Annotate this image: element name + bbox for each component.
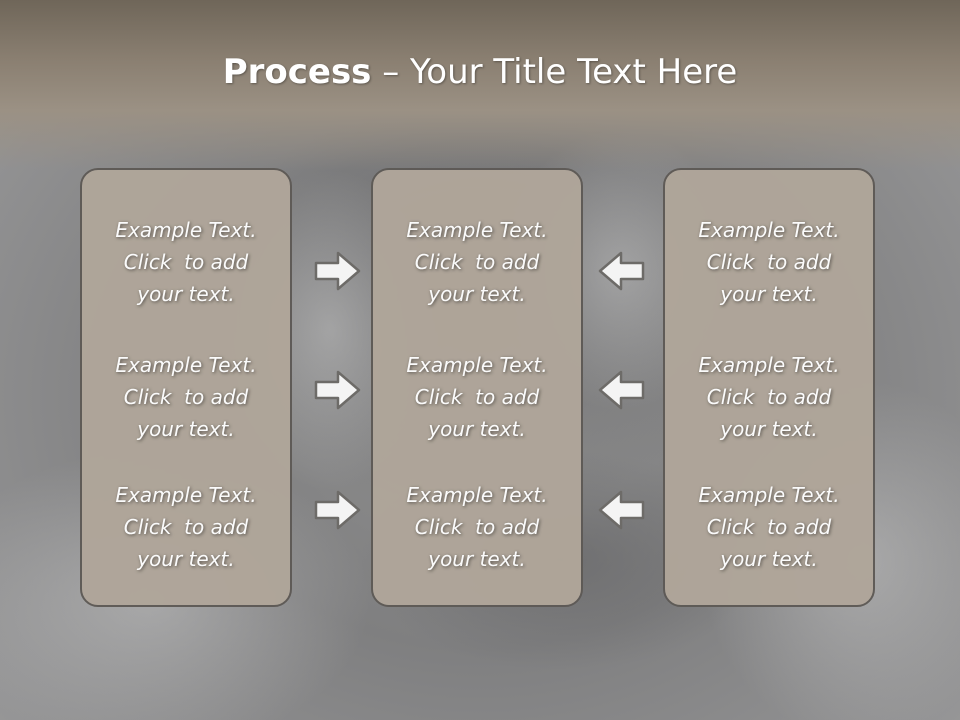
- middle-panel[interactable]: Example Text. Click to add your text. Ex…: [371, 168, 583, 607]
- arrow-right-icon: [314, 490, 361, 530]
- text-line: your text.: [720, 547, 818, 571]
- text-block[interactable]: Example Text. Click to add your text.: [373, 214, 581, 310]
- text-line: Click to add: [706, 515, 832, 539]
- header-band: [0, 0, 960, 170]
- arrow-right-icon: [314, 370, 361, 410]
- title-rest: – Your Title Text Here: [371, 52, 738, 92]
- text-block[interactable]: Example Text. Click to add your text.: [665, 214, 873, 310]
- text-line: Example Text.: [406, 218, 548, 242]
- text-line: Click to add: [706, 385, 832, 409]
- text-line: your text.: [720, 417, 818, 441]
- text-block[interactable]: Example Text. Click to add your text.: [82, 214, 290, 310]
- text-line: your text.: [137, 547, 235, 571]
- text-line: Example Text.: [698, 353, 840, 377]
- text-line: Click to add: [414, 515, 540, 539]
- left-panel[interactable]: Example Text. Click to add your text. Ex…: [80, 168, 292, 607]
- text-line: Click to add: [414, 385, 540, 409]
- text-block[interactable]: Example Text. Click to add your text.: [373, 349, 581, 445]
- text-block[interactable]: Example Text. Click to add your text.: [665, 479, 873, 575]
- text-line: your text.: [720, 282, 818, 306]
- text-line: Click to add: [123, 385, 249, 409]
- text-block[interactable]: Example Text. Click to add your text.: [373, 479, 581, 575]
- text-line: Click to add: [706, 250, 832, 274]
- arrow-left-icon: [598, 251, 645, 291]
- title-bold: Process: [222, 52, 372, 92]
- text-line: Example Text.: [406, 483, 548, 507]
- text-line: Click to add: [414, 250, 540, 274]
- text-line: Example Text.: [406, 353, 548, 377]
- text-line: Example Text.: [115, 353, 257, 377]
- text-line: Click to add: [123, 250, 249, 274]
- text-block[interactable]: Example Text. Click to add your text.: [665, 349, 873, 445]
- text-line: Example Text.: [115, 218, 257, 242]
- text-line: your text.: [428, 547, 526, 571]
- text-line: Click to add: [123, 515, 249, 539]
- text-block[interactable]: Example Text. Click to add your text.: [82, 479, 290, 575]
- text-line: Example Text.: [115, 483, 257, 507]
- text-block[interactable]: Example Text. Click to add your text.: [82, 349, 290, 445]
- right-panel[interactable]: Example Text. Click to add your text. Ex…: [663, 168, 875, 607]
- slide-title[interactable]: Process – Your Title Text Here: [0, 52, 960, 92]
- text-line: your text.: [137, 417, 235, 441]
- text-line: Example Text.: [698, 218, 840, 242]
- text-line: your text.: [428, 417, 526, 441]
- arrow-right-icon: [314, 251, 361, 291]
- arrow-left-icon: [598, 490, 645, 530]
- text-line: your text.: [428, 282, 526, 306]
- text-line: Example Text.: [698, 483, 840, 507]
- arrow-left-icon: [598, 370, 645, 410]
- text-line: your text.: [137, 282, 235, 306]
